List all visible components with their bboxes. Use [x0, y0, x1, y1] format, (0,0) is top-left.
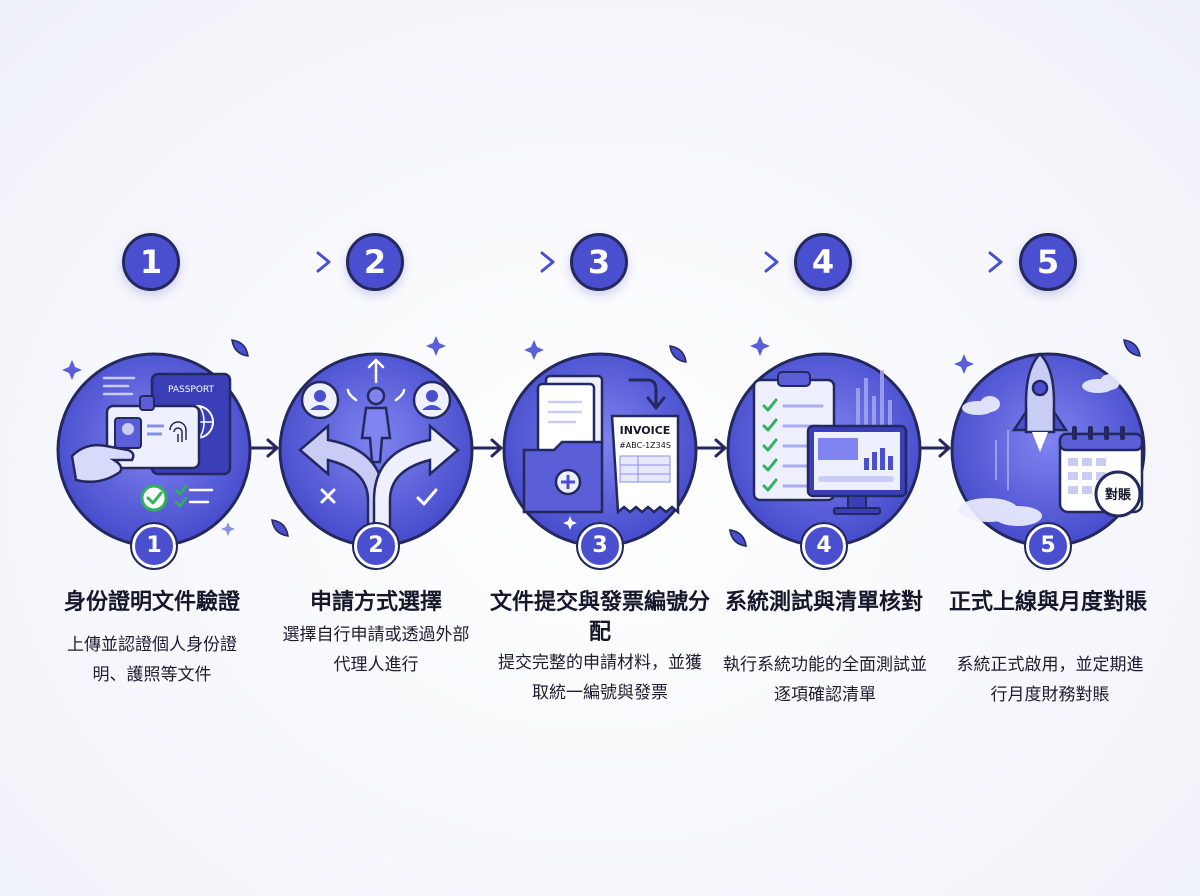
sparkle-icon: [954, 354, 974, 374]
leaf-icon: [231, 339, 249, 357]
hand-icon: [70, 443, 135, 483]
step-4-illustration: 4: [704, 330, 944, 570]
standing-person-icon: [360, 386, 392, 464]
right-path-arrow: [372, 423, 460, 532]
top-arrows: [198, 251, 1003, 273]
invoice-icon: INVOICE #ABC-1Z34S: [610, 414, 680, 515]
svg-text:PASSPORT: PASSPORT: [168, 385, 215, 395]
leaf-icon: [271, 519, 289, 537]
up-arrow-icon: [346, 358, 406, 402]
sparkle-icon: [750, 336, 770, 356]
step-5-description: 系統正式啟用，並定期進行月度財務對賬: [956, 655, 1144, 705]
step-1-illustration: PASSPORT 1: [32, 330, 272, 570]
step-4-small-badge: 4: [800, 522, 848, 570]
step-2-title: 申請方式選擇: [309, 590, 442, 615]
step-1-small-badge: 1: [130, 522, 178, 570]
step-5-title: 正式上線與月度對賬: [948, 590, 1147, 615]
check-circle-icon: [140, 484, 168, 512]
leaf-icon: [669, 345, 687, 363]
top-arrow-2-3: [422, 251, 555, 273]
top-arrow-4-5: [870, 251, 1003, 273]
leaf-icon: [729, 529, 747, 547]
circle-arrow-2-3: [472, 438, 503, 458]
sparkle-icon: [524, 340, 544, 360]
circle-arrow-4-5: [920, 438, 951, 458]
top-step-badge-5: 5: [1019, 233, 1077, 291]
top-arrow-3-4: [646, 251, 779, 273]
step-3-illustration: INVOICE #ABC-1Z34S 3: [480, 330, 747, 570]
step-3-description: 提交完整的申請材料，並獲取統一編號與發票: [498, 653, 702, 703]
top-step-badge-1: 1: [122, 233, 180, 291]
documents-icon: [536, 374, 604, 458]
step-2-small-badge: 2: [352, 522, 400, 570]
svg-text:對賬: 對賬: [1105, 487, 1132, 503]
reconcile-badge: [1094, 470, 1142, 518]
sparkle-icon: [62, 360, 82, 380]
top-arrow-1-2: [198, 251, 331, 273]
top-step-badge-2: 2: [346, 233, 404, 291]
circle-arrow-1-2: [248, 438, 279, 458]
monitor-icon: [806, 424, 908, 515]
step-1-title: 身份證明文件驗證: [63, 590, 240, 615]
sparkle-icon: [426, 336, 446, 356]
svg-text:#ABC-1Z34S: #ABC-1Z34S: [619, 441, 671, 450]
step-2-illustration: 2: [256, 330, 496, 570]
curved-arrow-icon: [628, 378, 658, 406]
step-5-small-badge: 5: [1024, 522, 1072, 570]
rocket-icon: [1011, 352, 1069, 452]
step-4-description: 執行系統功能的全面測試並逐項確認清單: [723, 655, 927, 705]
step-3-title: 文件提交與發票編號分配: [490, 590, 711, 645]
svg-text:INVOICE: INVOICE: [620, 424, 671, 437]
step-1-description: 上傳並認證個人身份證明、護照等文件: [67, 635, 237, 685]
circle-arrows: [248, 438, 951, 458]
step-2-description: 選擇自行申請或透過外部代理人進行: [282, 625, 470, 675]
step-3-small-badge: 3: [576, 522, 624, 570]
folder-icon: [522, 440, 604, 514]
top-step-badge-3: 3: [570, 233, 628, 291]
top-step-badge-4: 4: [794, 233, 852, 291]
cloud-icon: [958, 374, 1120, 526]
cross-icon: [320, 488, 336, 504]
check-icon: [416, 488, 438, 506]
leaf-icon: [1123, 339, 1141, 357]
circle-arrow-3-4: [696, 438, 727, 458]
step-5-illustration: 對賬 5: [928, 330, 1168, 570]
step-4-title: 系統測試與清單核對: [724, 590, 923, 615]
